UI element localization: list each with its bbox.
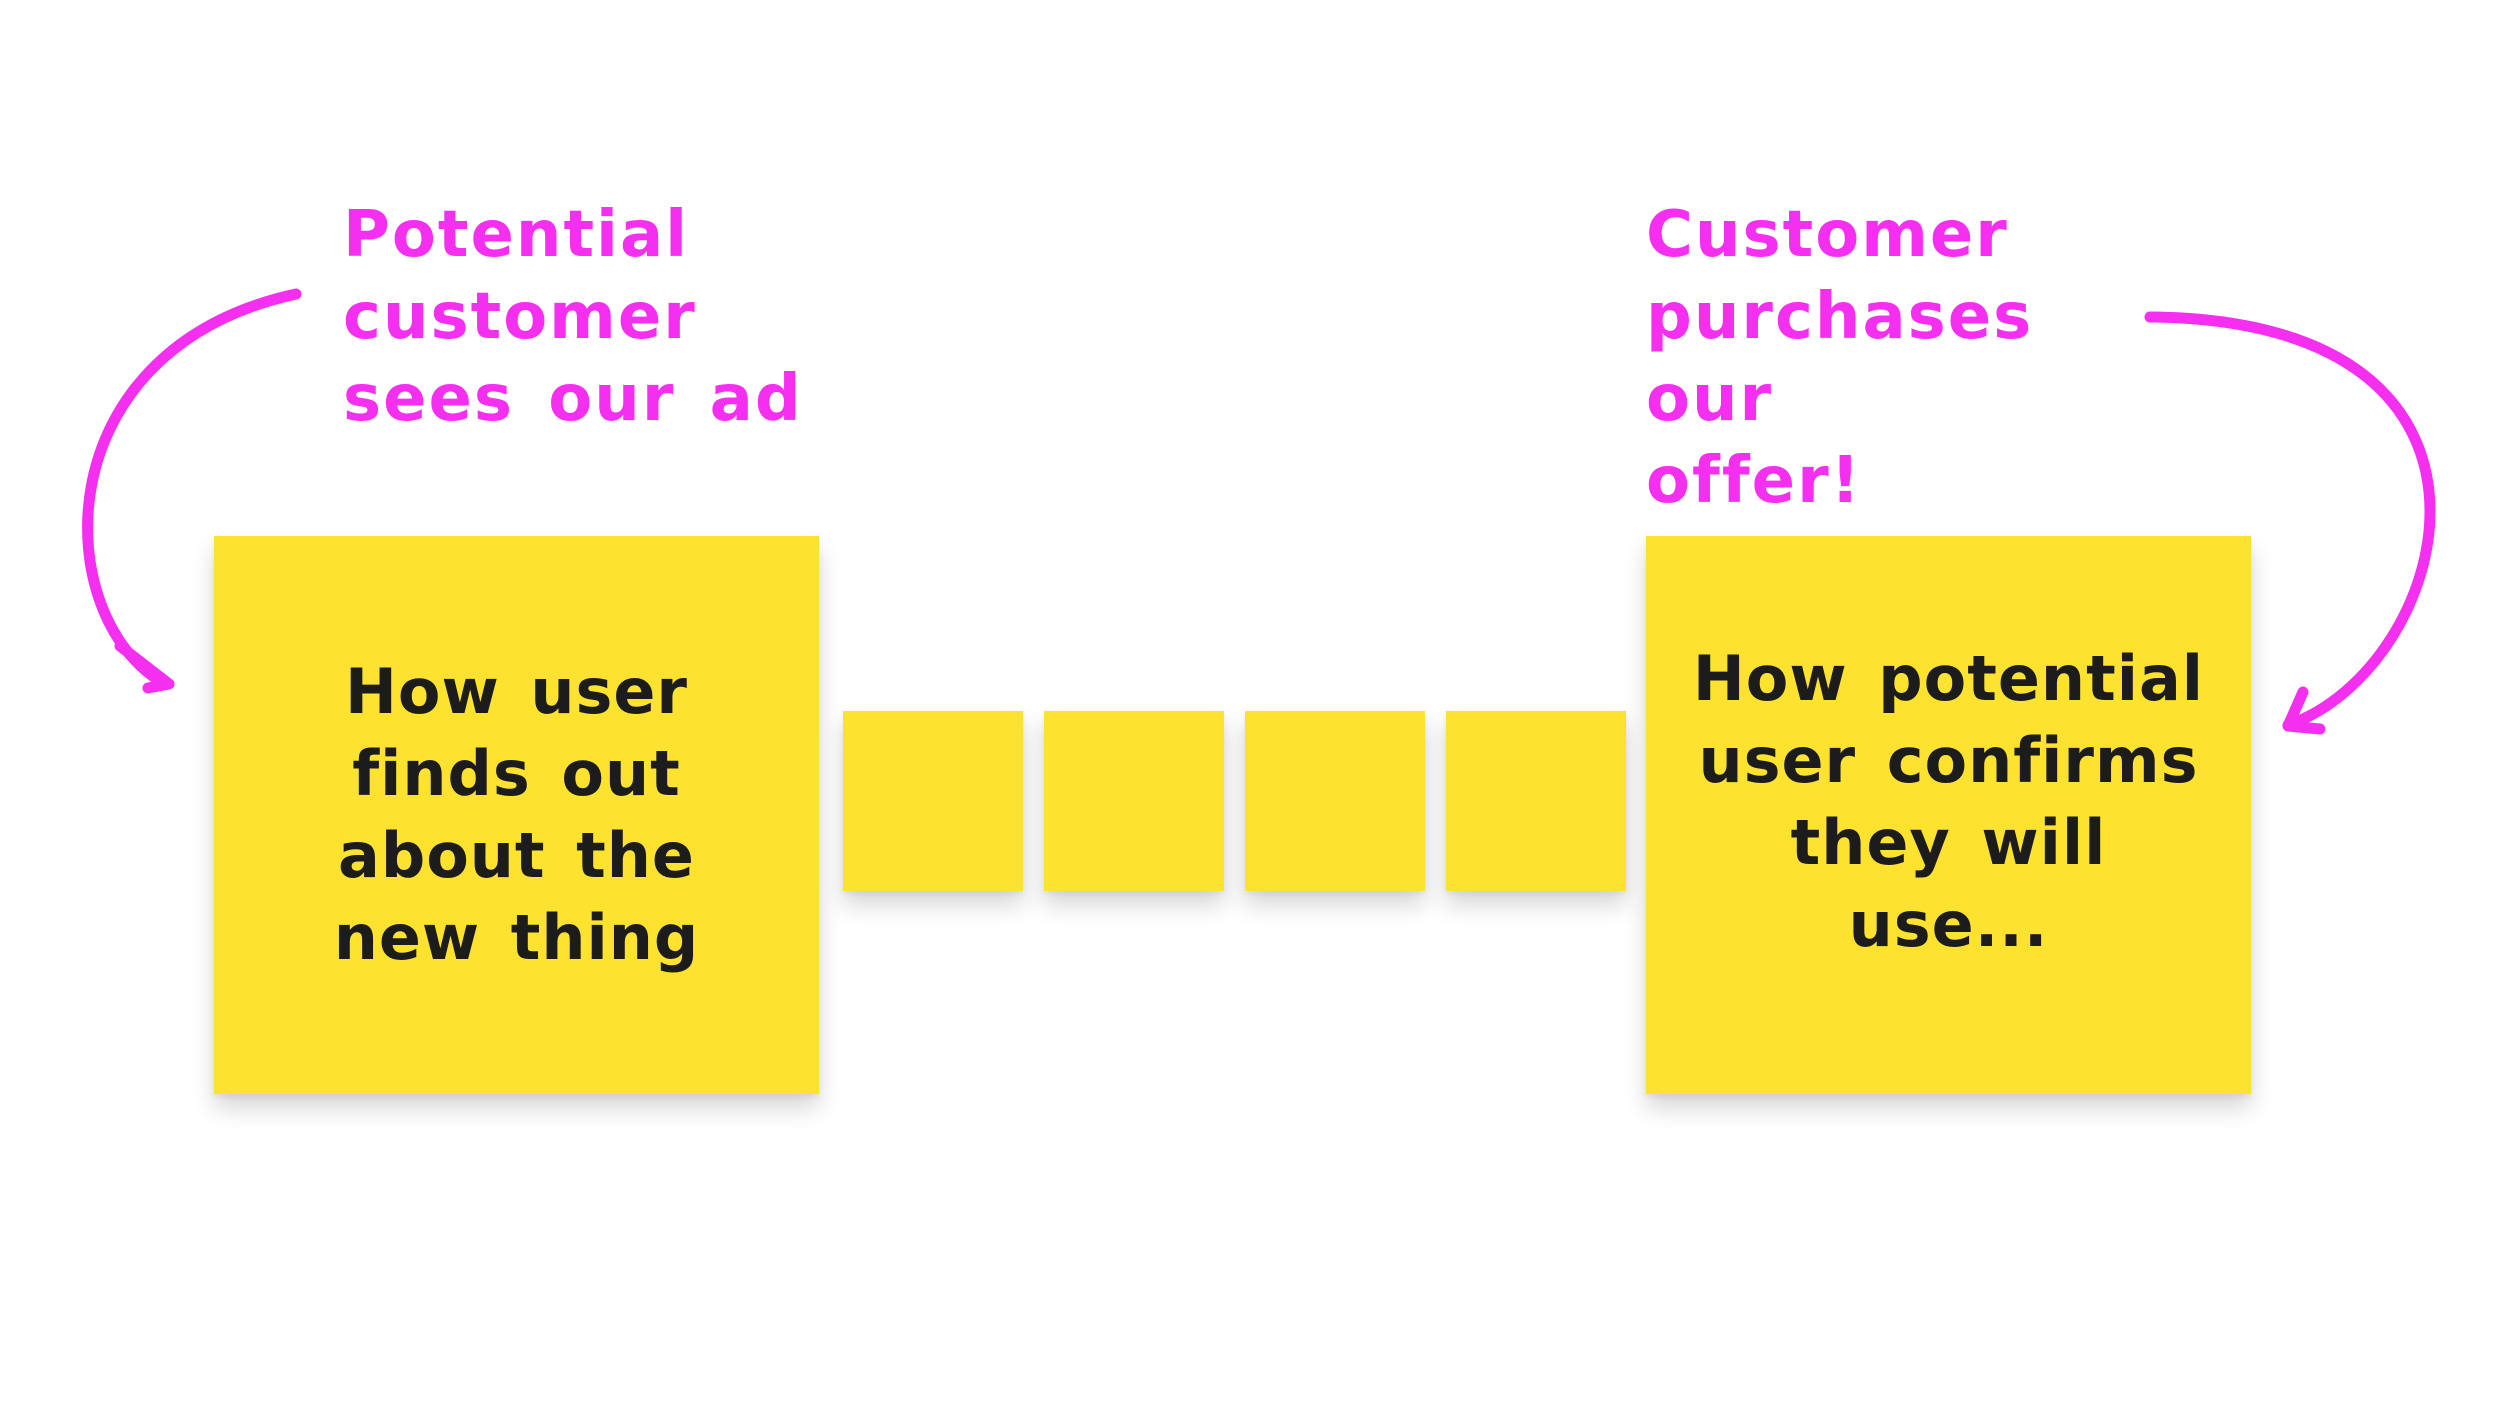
sticky-note-small-1[interactable] [843,711,1023,891]
sticky-note-discovery[interactable]: How user finds out about the new thing [214,536,819,1094]
left-arrow-head [114,640,175,694]
sticky-note-confirmation-text: How potential user confirms they will us… [1692,642,2205,961]
annotation-potential-customer: Potential customer sees our ad [343,198,803,436]
sticky-note-confirmation[interactable]: How potential user confirms they will us… [1646,536,2251,1094]
sticky-note-small-4[interactable] [1446,711,1626,891]
sticky-note-small-3[interactable] [1245,711,1425,891]
sticky-note-discovery-text: How user finds out about the new thing [333,655,700,974]
right-arrow-head [2282,686,2326,735]
sticky-note-small-2[interactable] [1044,711,1224,891]
annotation-customer-purchases: Customer purchases our offer! [1646,198,2034,518]
